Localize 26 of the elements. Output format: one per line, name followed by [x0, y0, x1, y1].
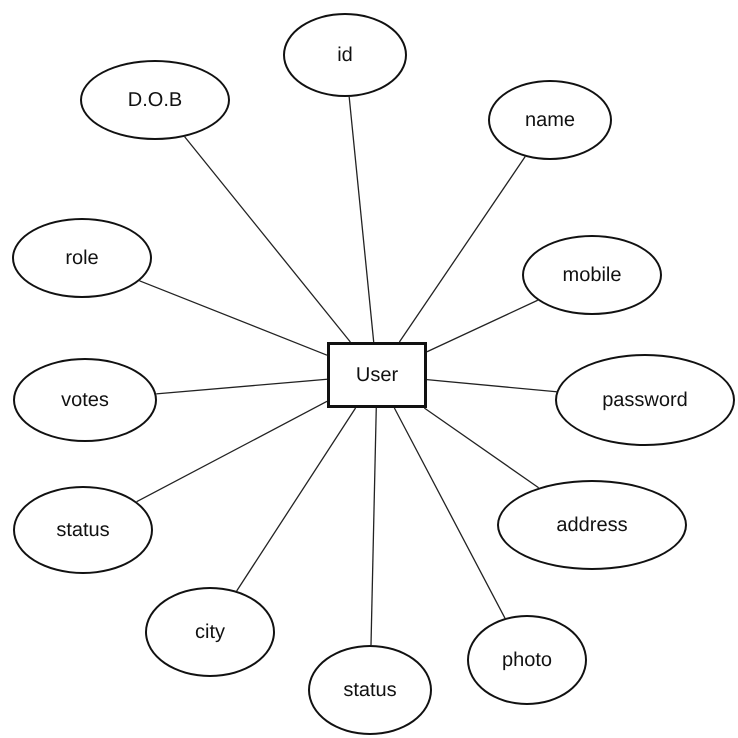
connector-line [398, 156, 526, 342]
connector-line [139, 280, 328, 356]
connector-line [370, 408, 377, 646]
connector-line [424, 407, 539, 488]
entity-name: User [356, 364, 398, 386]
attribute-name: photo [502, 648, 552, 672]
connector-line [394, 408, 506, 618]
attribute-name: D.O.B [128, 88, 182, 112]
attribute-name: votes [61, 388, 109, 412]
attribute-name: role [65, 246, 99, 270]
connector-line [426, 300, 538, 352]
attribute-name: address [556, 514, 628, 536]
attribute-name: mobile [562, 264, 622, 286]
attribute-name: password [602, 388, 688, 412]
connector-line [426, 379, 557, 392]
connector-line [184, 136, 351, 342]
connector-line [236, 408, 356, 592]
attribute-name: status [343, 678, 397, 702]
connector-line [348, 96, 374, 342]
connector-line [156, 378, 328, 395]
attribute-name: city [195, 620, 225, 644]
attribute-name: status [56, 518, 110, 542]
attribute-name: name [524, 108, 576, 132]
attribute-name: id [337, 44, 353, 66]
entity-box [327, 342, 427, 408]
connector-line [136, 400, 328, 502]
